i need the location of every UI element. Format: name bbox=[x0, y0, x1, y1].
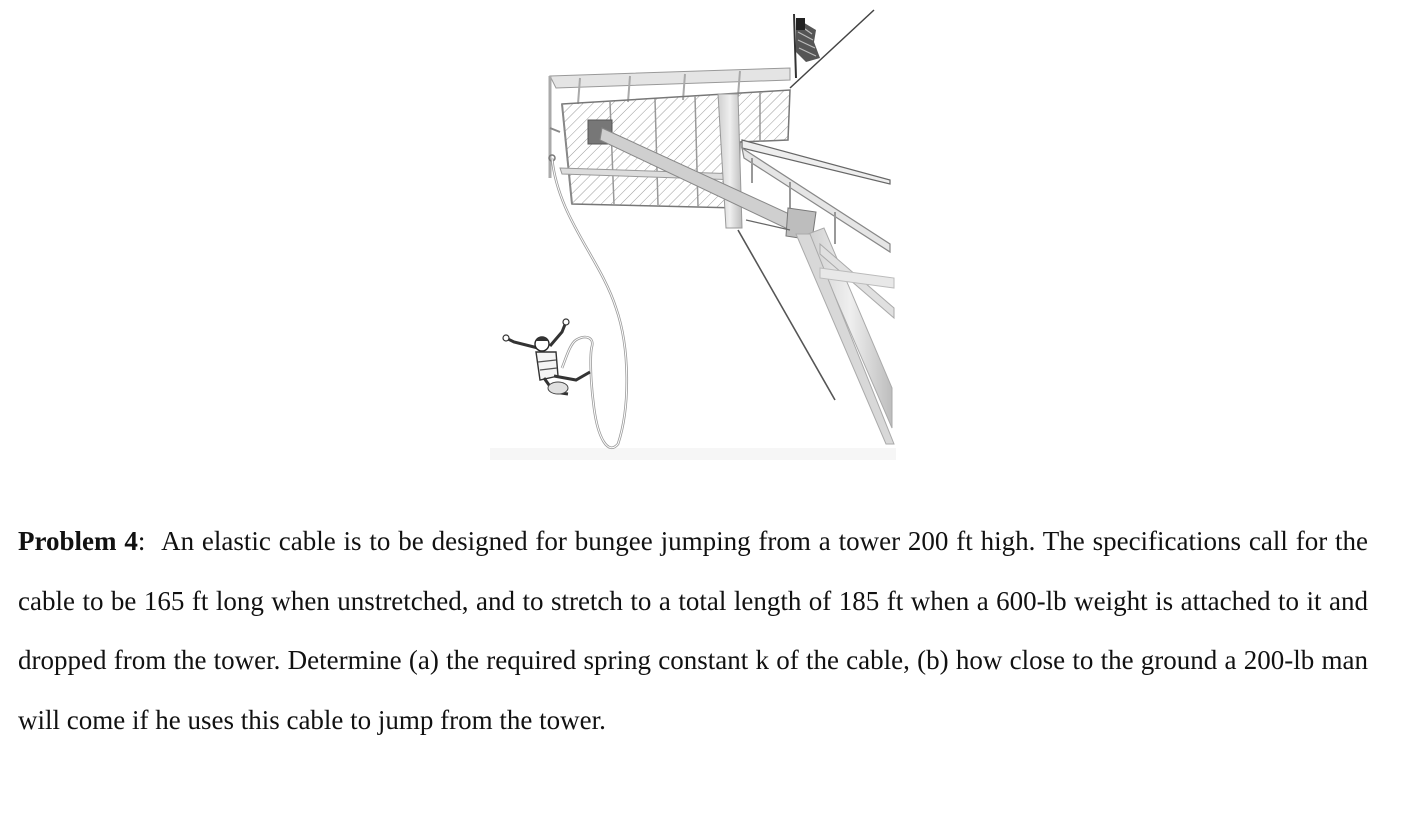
bungee-tower-figure bbox=[490, 8, 896, 460]
flag-icon bbox=[793, 13, 820, 79]
guy-wire bbox=[789, 9, 875, 89]
problem-statement: Problem 4: An elastic cable is to be des… bbox=[18, 512, 1368, 750]
ground-shadow bbox=[490, 448, 896, 460]
problem-label-colon: : bbox=[137, 526, 146, 556]
tower-platform bbox=[548, 67, 895, 445]
problem-label: Problem 4 bbox=[18, 526, 138, 556]
bungee-illustration bbox=[490, 9, 896, 460]
problem-text: An elastic cable is to be designed for b… bbox=[18, 526, 1369, 735]
bungee-jumper bbox=[502, 318, 591, 396]
